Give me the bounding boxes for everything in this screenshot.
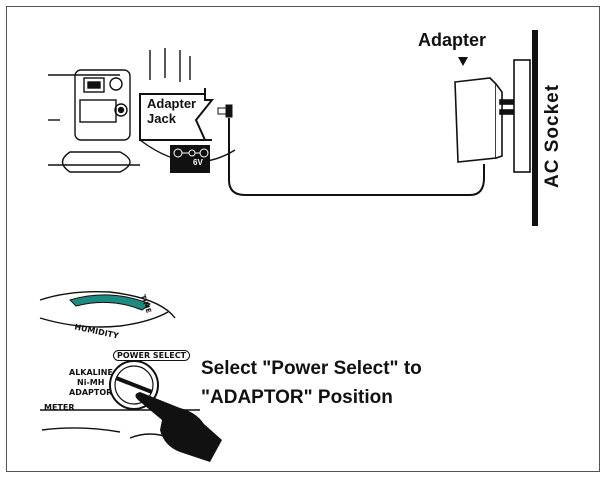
instruction-line-1: Select "Power Select" to [201, 358, 422, 379]
voltage-label: 6V [193, 158, 203, 167]
adapter-jack-label-line2: Jack [147, 111, 176, 126]
adapter-jack-callout [139, 88, 215, 141]
power-select-label: POWER SELECT [113, 350, 191, 361]
meter-label: METER [44, 403, 75, 412]
ac-socket-label: AC Socket [542, 83, 563, 188]
device-back-panel [48, 48, 236, 173]
ac-adapter-icon [454, 77, 527, 163]
nimh-option-label: Ni-MH [77, 378, 105, 387]
adapter-jack-label: Adapter Jack [147, 96, 196, 126]
humidity-dial-arc [69, 294, 152, 311]
diagram-frame [6, 6, 600, 472]
alkaline-option-label: ALKALINE [69, 368, 113, 377]
adapter-cable [228, 118, 485, 196]
adapter-jack-icon [217, 104, 233, 118]
instruction-line-2: "ADAPTOR" Position [201, 387, 393, 408]
instruction-text: Select "Power Select" to "ADAPTOR" Posit… [201, 354, 422, 412]
adapter-pointer-arrow [458, 57, 468, 66]
adapter-label: Adapter [418, 30, 487, 50]
ac-socket-icon [513, 30, 538, 226]
adaptor-option-label: ADAPTOR [69, 388, 113, 397]
polarity-icon [170, 145, 210, 173]
adapter-jack-label-line1: Adapter [147, 96, 197, 111]
hand-pointer-icon [135, 392, 222, 462]
